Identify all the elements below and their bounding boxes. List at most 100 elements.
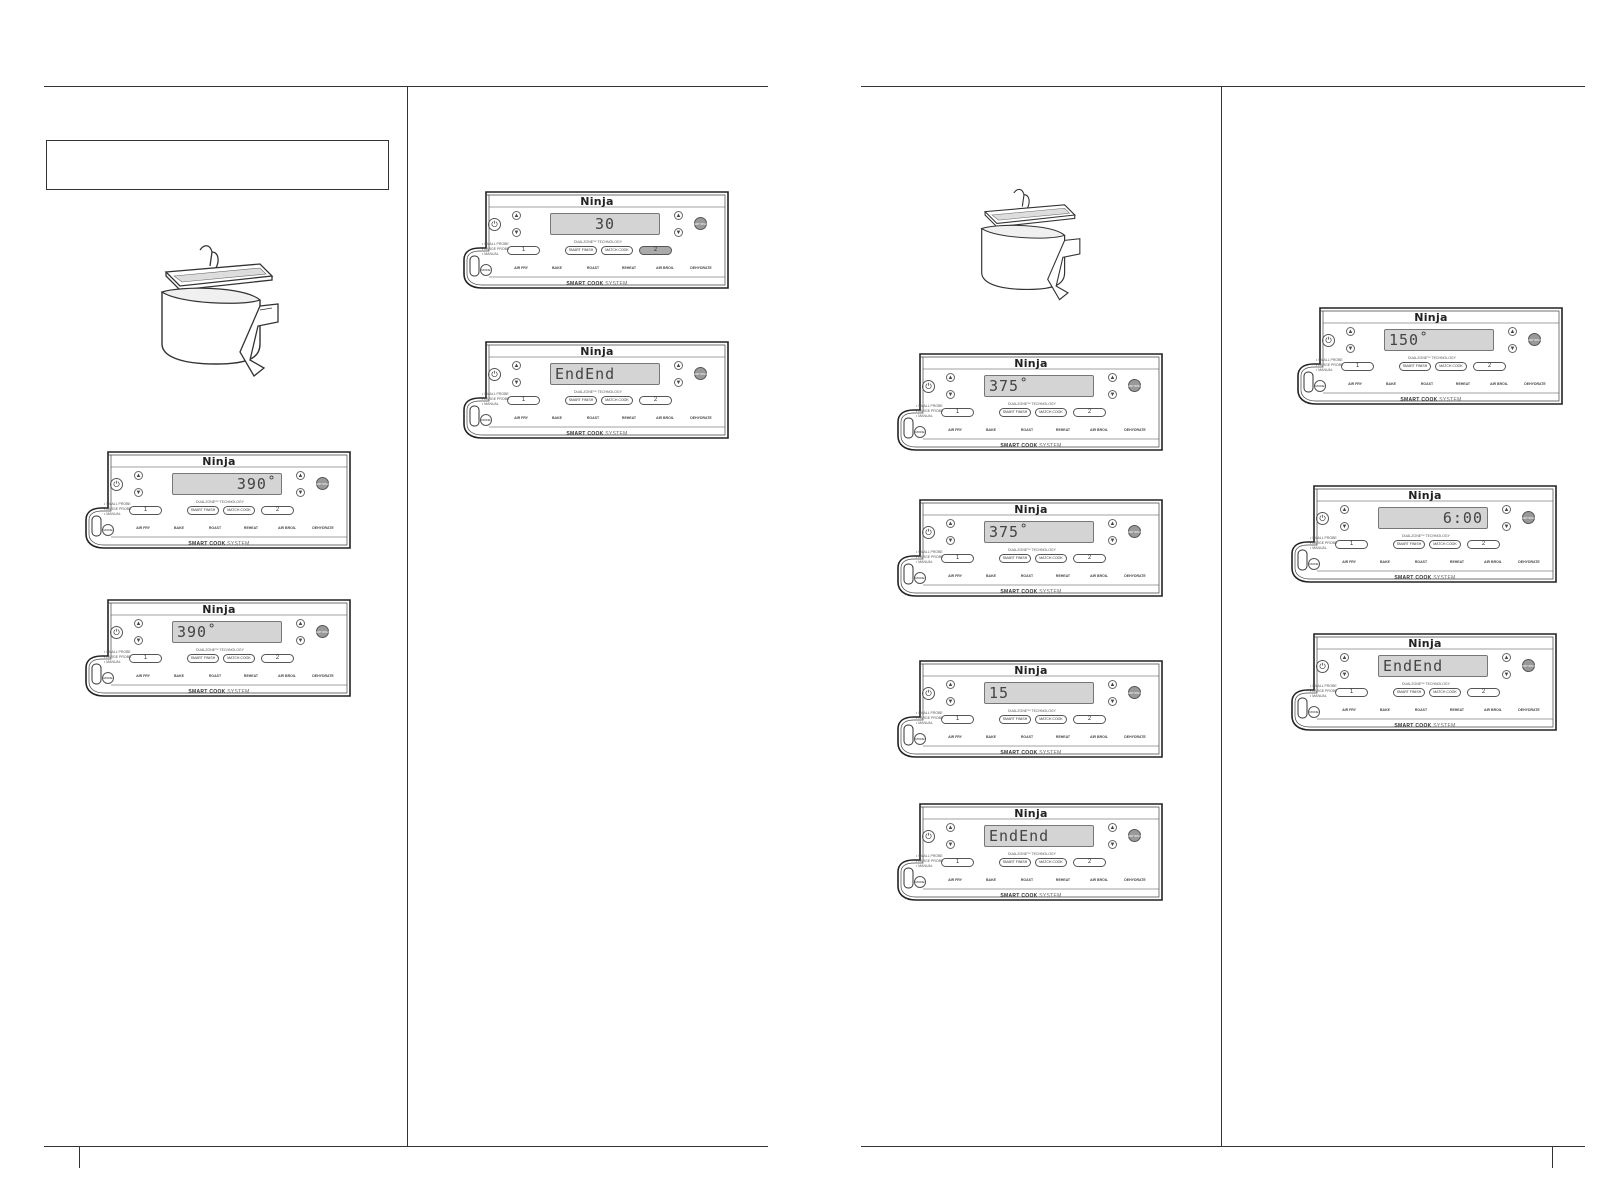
function-roast[interactable]: ROAST xyxy=(1414,560,1428,564)
function-bake[interactable]: BAKE xyxy=(174,526,184,530)
match-cook-button[interactable]: MATCH COOK xyxy=(223,654,255,663)
time-up-arrow-icon[interactable]: ▲ xyxy=(296,471,305,480)
function-bake[interactable]: BAKE xyxy=(986,878,996,882)
temp-up-arrow-icon[interactable]: ▲ xyxy=(946,680,955,689)
time-down-arrow-icon[interactable]: ▼ xyxy=(674,228,683,237)
match-cook-button[interactable]: MATCH COOK xyxy=(601,246,633,255)
match-cook-button[interactable]: MATCH COOK xyxy=(1035,408,1067,417)
time-down-arrow-icon[interactable]: ▼ xyxy=(1502,522,1511,531)
power-button[interactable]: ⏻ xyxy=(922,687,935,700)
function-dehydrate[interactable]: DEHYDRATE xyxy=(1518,560,1540,564)
function-air-fry[interactable]: AIR FRY xyxy=(514,266,528,270)
function-dehydrate[interactable]: DEHYDRATE xyxy=(690,416,712,420)
function-reheat[interactable]: REHEAT xyxy=(621,266,637,270)
temp-down-arrow-icon[interactable]: ▼ xyxy=(1346,344,1355,353)
power-button[interactable]: ⏻ xyxy=(922,526,935,539)
mode-button[interactable]: MODE xyxy=(480,264,492,276)
function-dehydrate[interactable]: DEHYDRATE xyxy=(1124,735,1146,739)
smart-finish-button[interactable]: SMART FINISH xyxy=(187,654,219,663)
time-down-arrow-icon[interactable]: ▼ xyxy=(1502,670,1511,679)
function-dehydrate[interactable]: DEHYDRATE xyxy=(1124,428,1146,432)
start-pause-button[interactable]: START/PAUSE xyxy=(690,367,711,380)
zone-2-button[interactable]: 2 xyxy=(1073,858,1106,867)
zone-2-button[interactable]: 2 xyxy=(1073,408,1106,417)
function-reheat[interactable]: REHEAT xyxy=(1055,878,1071,882)
function-roast[interactable]: ROAST xyxy=(1020,735,1034,739)
start-pause-button[interactable]: START/PAUSE xyxy=(1124,379,1145,392)
mode-button[interactable]: MODE xyxy=(102,672,114,684)
match-cook-button[interactable]: MATCH COOK xyxy=(223,506,255,515)
time-down-arrow-icon[interactable]: ▼ xyxy=(1108,840,1117,849)
function-dehydrate[interactable]: DEHYDRATE xyxy=(312,526,334,530)
mode-button[interactable]: MODE xyxy=(914,733,926,745)
temp-up-arrow-icon[interactable]: ▲ xyxy=(946,373,955,382)
power-button[interactable]: ⏻ xyxy=(1316,660,1329,673)
function-reheat[interactable]: REHEAT xyxy=(243,674,259,678)
time-up-arrow-icon[interactable]: ▲ xyxy=(1502,505,1511,514)
time-up-arrow-icon[interactable]: ▲ xyxy=(1108,823,1117,832)
time-up-arrow-icon[interactable]: ▲ xyxy=(1108,680,1117,689)
function-air-broil[interactable]: AIR BROIL xyxy=(1090,878,1108,882)
start-pause-button[interactable]: START/PAUSE xyxy=(312,477,333,490)
function-reheat[interactable]: REHEAT xyxy=(1449,560,1465,564)
function-air-fry[interactable]: AIR FRY xyxy=(1342,560,1356,564)
function-bake[interactable]: BAKE xyxy=(986,428,996,432)
function-dehydrate[interactable]: DEHYDRATE xyxy=(1518,708,1540,712)
mode-button[interactable]: MODE xyxy=(102,524,114,536)
zone-1-button[interactable]: 1 xyxy=(129,654,162,663)
time-up-arrow-icon[interactable]: ▲ xyxy=(674,361,683,370)
start-pause-button[interactable]: START/PAUSE xyxy=(690,217,711,230)
function-dehydrate[interactable]: DEHYDRATE xyxy=(1524,382,1546,386)
time-up-arrow-icon[interactable]: ▲ xyxy=(1508,327,1517,336)
zone-1-button[interactable]: 1 xyxy=(1335,688,1368,697)
mode-button[interactable]: MODE xyxy=(914,876,926,888)
smart-finish-button[interactable]: SMART FINISH xyxy=(187,506,219,515)
function-air-broil[interactable]: AIR BROIL xyxy=(278,526,296,530)
time-down-arrow-icon[interactable]: ▼ xyxy=(296,636,305,645)
function-air-broil[interactable]: AIR BROIL xyxy=(278,674,296,678)
start-pause-button[interactable]: START/PAUSE xyxy=(1124,686,1145,699)
zone-1-button[interactable]: 1 xyxy=(941,554,974,563)
temp-down-arrow-icon[interactable]: ▼ xyxy=(134,636,143,645)
power-button[interactable]: ⏻ xyxy=(488,218,501,231)
match-cook-button[interactable]: MATCH COOK xyxy=(1429,688,1461,697)
start-pause-button[interactable]: START/PAUSE xyxy=(1518,659,1539,672)
zone-2-button[interactable]: 2 xyxy=(1467,688,1500,697)
function-roast[interactable]: ROAST xyxy=(586,416,600,420)
temp-up-arrow-icon[interactable]: ▲ xyxy=(946,519,955,528)
function-air-broil[interactable]: AIR BROIL xyxy=(1490,382,1508,386)
temp-up-arrow-icon[interactable]: ▲ xyxy=(512,361,521,370)
function-bake[interactable]: BAKE xyxy=(174,674,184,678)
time-up-arrow-icon[interactable]: ▲ xyxy=(296,619,305,628)
time-up-arrow-icon[interactable]: ▲ xyxy=(1108,373,1117,382)
power-button[interactable]: ⏻ xyxy=(110,478,123,491)
function-reheat[interactable]: REHEAT xyxy=(1055,735,1071,739)
function-dehydrate[interactable]: DEHYDRATE xyxy=(312,674,334,678)
temp-down-arrow-icon[interactable]: ▼ xyxy=(946,536,955,545)
time-down-arrow-icon[interactable]: ▼ xyxy=(296,488,305,497)
function-air-broil[interactable]: AIR BROIL xyxy=(1090,574,1108,578)
mode-button[interactable]: MODE xyxy=(480,414,492,426)
function-air-broil[interactable]: AIR BROIL xyxy=(656,416,674,420)
start-pause-button[interactable]: START/PAUSE xyxy=(1524,333,1545,346)
zone-1-button[interactable]: 1 xyxy=(941,715,974,724)
function-reheat[interactable]: REHEAT xyxy=(243,526,259,530)
zone-1-button[interactable]: 1 xyxy=(1335,540,1368,549)
function-air-fry[interactable]: AIR FRY xyxy=(1348,382,1362,386)
mode-button[interactable]: MODE xyxy=(1314,380,1326,392)
function-bake[interactable]: BAKE xyxy=(552,416,562,420)
power-button[interactable]: ⏻ xyxy=(1322,334,1335,347)
match-cook-button[interactable]: MATCH COOK xyxy=(1035,554,1067,563)
smart-finish-button[interactable]: SMART FINISH xyxy=(999,554,1031,563)
smart-finish-button[interactable]: SMART FINISH xyxy=(999,715,1031,724)
smart-finish-button[interactable]: SMART FINISH xyxy=(1393,540,1425,549)
zone-2-button[interactable]: 2 xyxy=(639,396,672,405)
temp-up-arrow-icon[interactable]: ▲ xyxy=(1346,327,1355,336)
power-button[interactable]: ⏻ xyxy=(922,380,935,393)
zone-1-button[interactable]: 1 xyxy=(941,408,974,417)
function-dehydrate[interactable]: DEHYDRATE xyxy=(690,266,712,270)
match-cook-button[interactable]: MATCH COOK xyxy=(1035,858,1067,867)
match-cook-button[interactable]: MATCH COOK xyxy=(1435,362,1467,371)
mode-button[interactable]: MODE xyxy=(1308,558,1320,570)
function-air-fry[interactable]: AIR FRY xyxy=(948,878,962,882)
